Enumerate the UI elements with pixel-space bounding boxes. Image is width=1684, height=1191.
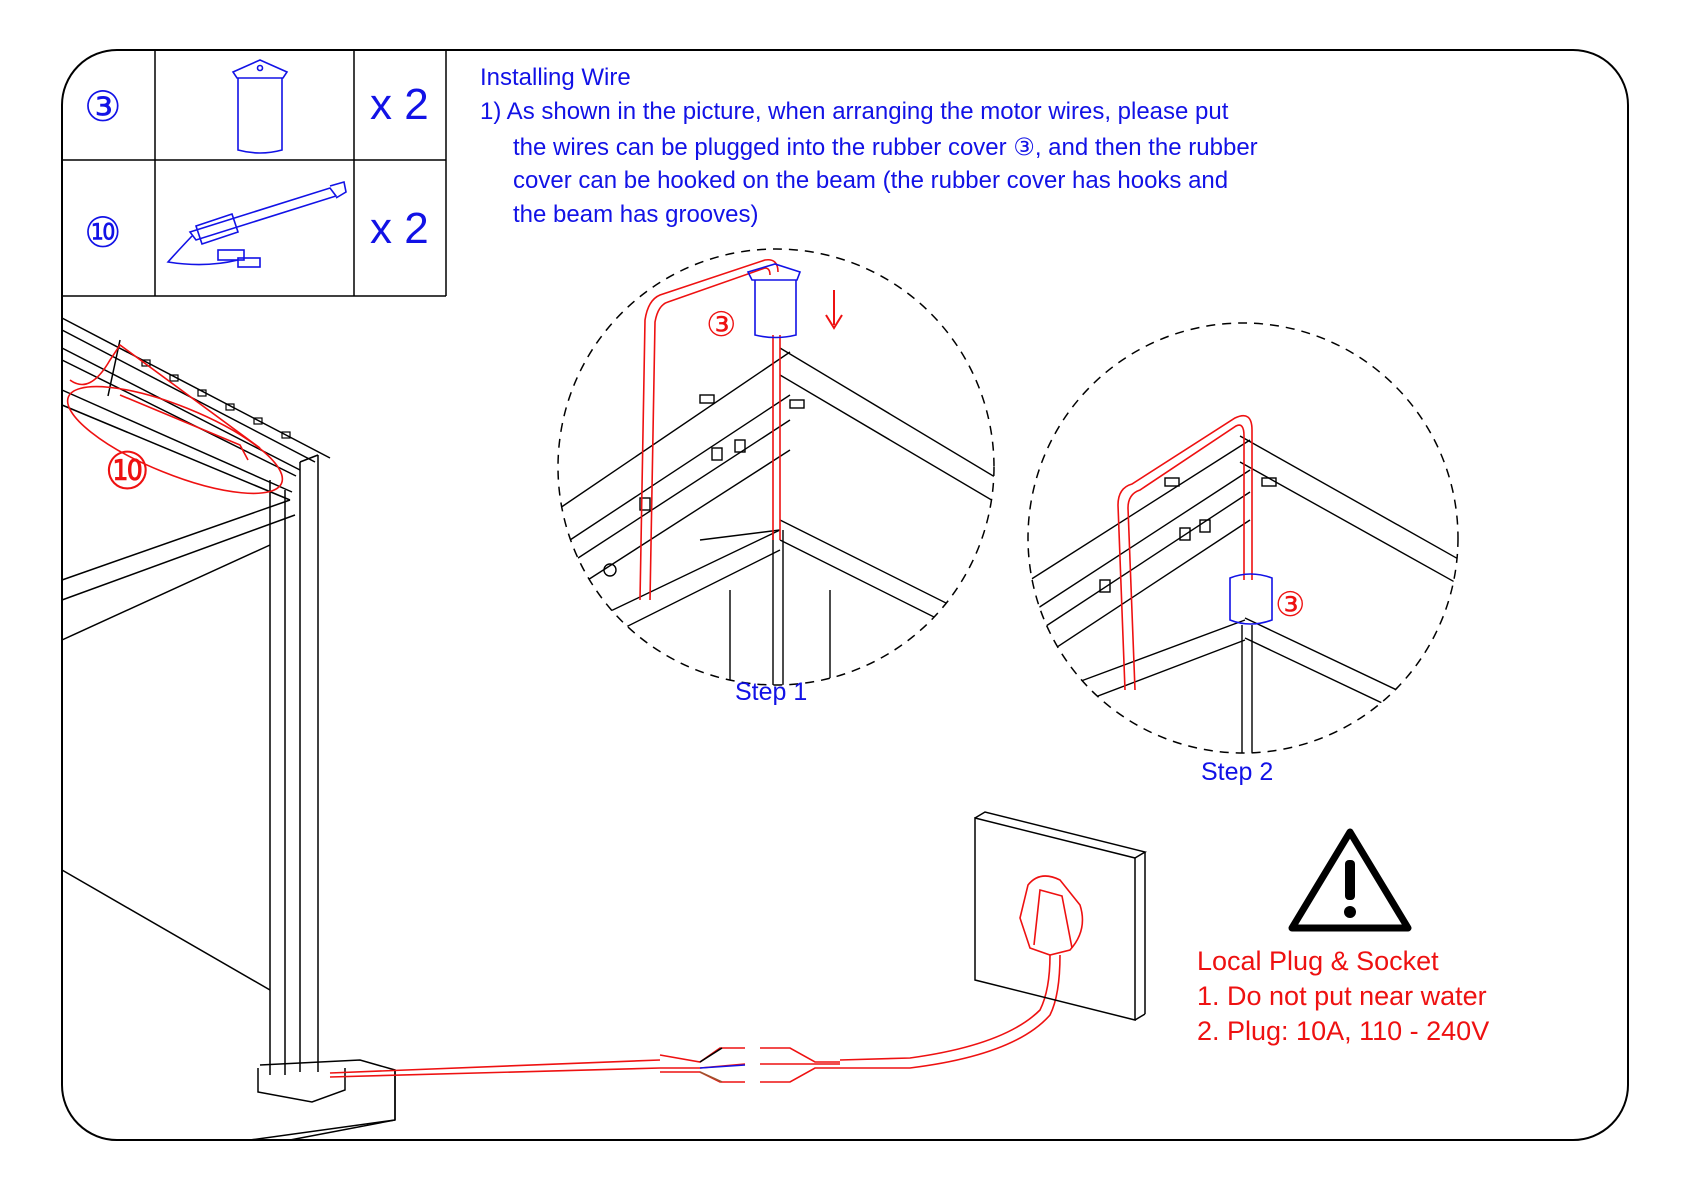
parts-table [62, 50, 447, 297]
warning-item-2: 2. Plug: 10A, 110 - 240V [1197, 1016, 1490, 1046]
motor-callout: ⑩ [104, 443, 151, 501]
part-number-rubber-cover: ③ [84, 83, 122, 130]
warning-title: Local Plug & Socket [1197, 946, 1439, 976]
wire-ends [699, 1047, 746, 1083]
top-rail-brackets [141, 359, 291, 439]
step2-detail-circle [1027, 322, 1459, 754]
part-number-motor: ⑩ [84, 209, 122, 256]
step1-rubber-cover [746, 263, 802, 339]
plug [1019, 875, 1084, 956]
quantity-rubber-cover: x 2 [370, 80, 429, 129]
instruction-line-1: 1) As shown in the picture, when arrangi… [480, 98, 1229, 125]
step2-rubber-cover [1229, 573, 1273, 625]
instruction-line-3: cover can be hooked on the beam (the rub… [513, 167, 1229, 194]
step2-label: Step 2 [1201, 758, 1274, 786]
instruction-title: Installing Wire [480, 64, 631, 91]
step1-detail-circle [557, 248, 995, 686]
quantity-motor: x 2 [370, 204, 429, 253]
wall-socket [974, 811, 1147, 1021]
down-arrow-icon [825, 290, 843, 330]
step2-cover-callout: ③ [1275, 586, 1306, 624]
motor-wire-pergola [66, 343, 284, 495]
warning-triangle-icon [1288, 828, 1412, 932]
instruction-line-4: the beam has grooves) [513, 201, 759, 228]
motor-icon [166, 180, 347, 268]
step1-cover-callout: ③ [706, 306, 737, 344]
pergola-frame [61, 317, 396, 1141]
page-frame [61, 49, 1629, 1141]
step2-wire [1117, 414, 1253, 691]
step1-label: Step 1 [735, 678, 808, 706]
instruction-line-2: the wires can be plugged into the rubber… [513, 134, 1258, 161]
warning-item-1: 1. Do not put near water [1197, 981, 1487, 1011]
rubber-cover-icon [231, 59, 289, 154]
power-cable [329, 954, 1061, 1083]
